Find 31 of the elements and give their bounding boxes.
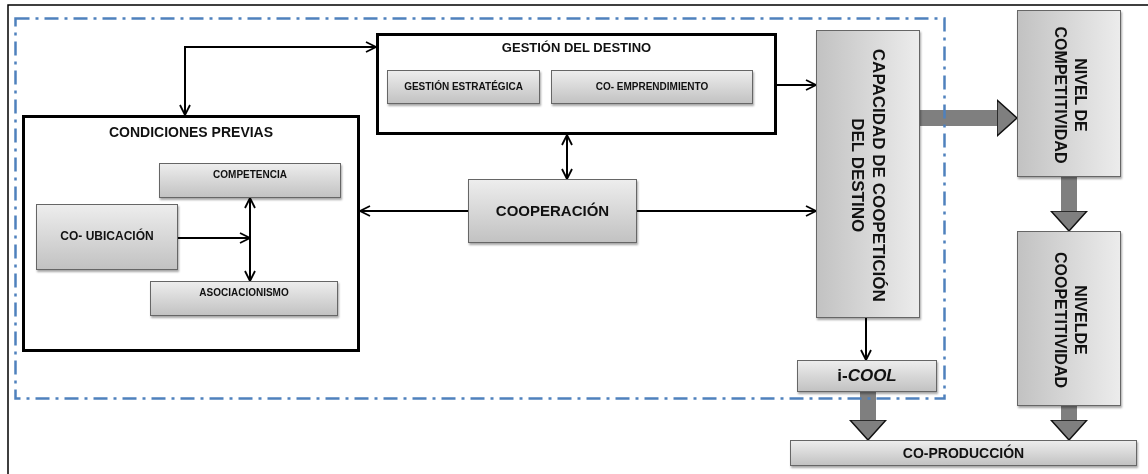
arrow (776, 79, 817, 91)
group-box (376, 33, 777, 135)
arrow (244, 197, 256, 282)
vertical-label: NIVEL DE COMPETITIVIDAD (1050, 25, 1089, 165)
process-box: COMPETENCIA (159, 163, 341, 198)
group-title: GESTIÓN DEL DESTINO (500, 40, 653, 55)
process-box: ASOCIACIONISMO (150, 281, 338, 316)
group-box (22, 115, 360, 352)
process-box: GESTIÓN ESTRATÉGICA (387, 70, 540, 104)
arrow (177, 232, 251, 244)
vertical-label: NIVELDE COOPETITIVIDAD (1050, 250, 1089, 390)
process-box: CO- UBICACIÓN (36, 204, 178, 270)
arrow (561, 134, 573, 180)
vertical-process-box (1017, 10, 1121, 177)
group-title: CONDICIONES PREVIAS (107, 124, 275, 140)
block-arrow (920, 99, 1018, 137)
block-arrow (1050, 406, 1088, 441)
arrow (860, 317, 872, 361)
dashed-group-border (14, 17, 946, 400)
vertical-process-box (1017, 231, 1121, 406)
arrow (359, 205, 469, 217)
block-arrow (849, 392, 887, 441)
block-arrow (1050, 177, 1088, 232)
arrow (636, 205, 817, 217)
process-box: COOPERACIÓN (468, 179, 637, 243)
process-box: CO- EMPRENDIMIENTO (551, 70, 753, 104)
process-box: i-COOL (797, 360, 937, 392)
arrow (179, 41, 377, 116)
vertical-process-box (816, 30, 920, 318)
vertical-label: CAPACIDAD DE COOPETICIÓN DEL DESTINO (847, 47, 890, 304)
process-box: CO-PRODUCCIÓN (790, 440, 1137, 466)
